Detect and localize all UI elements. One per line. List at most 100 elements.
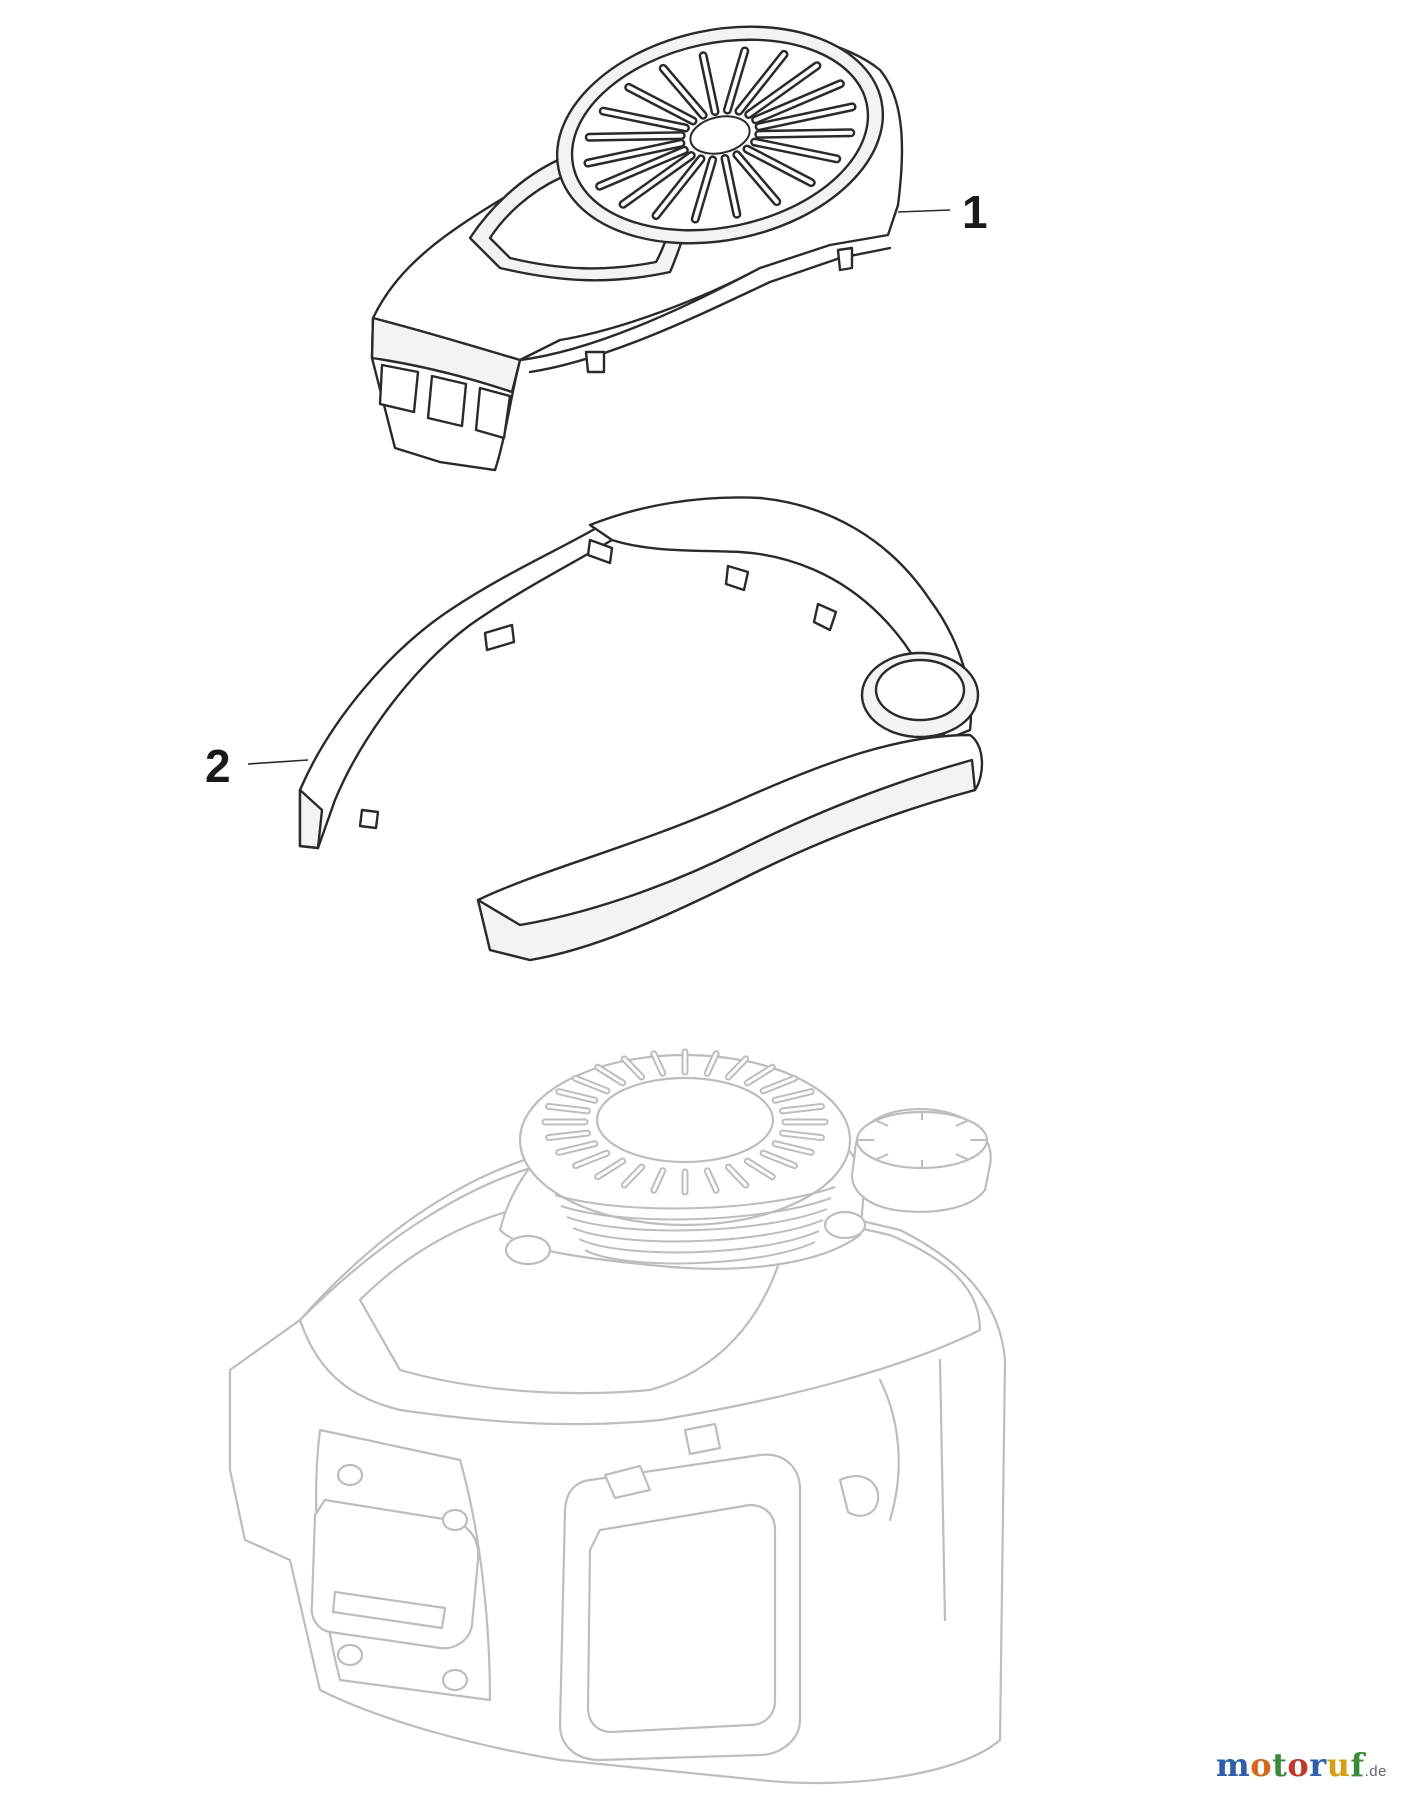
- cover-front-band: [370, 316, 522, 394]
- frame-base-side: [476, 758, 977, 962]
- grille-slot-inner: [745, 147, 814, 185]
- recoil-slot-inner: [745, 1159, 774, 1179]
- engine-bolt: [441, 1668, 469, 1692]
- cover-front-vent: [378, 363, 420, 414]
- engine-boss: [823, 1210, 867, 1240]
- engine-boss: [504, 1234, 552, 1266]
- motoruf-logo: motoruf.de: [1216, 1746, 1387, 1784]
- recoil-slot-inner: [557, 1090, 597, 1102]
- engine-throttle-knob: [838, 1475, 880, 1517]
- grille-slot-inner: [746, 63, 819, 117]
- logo-letter: t: [1272, 1746, 1288, 1784]
- recoil-slot-inner: [622, 1057, 644, 1079]
- recoil-slot-inner: [652, 1169, 665, 1192]
- engine-bolt: [336, 1643, 364, 1667]
- recoil-fin: [560, 1197, 832, 1221]
- cap-notch: [955, 1153, 968, 1161]
- recoil-slot-inner: [726, 1057, 748, 1079]
- engine-recoil-slots: [541, 1048, 829, 1196]
- recoil-slot-inner: [761, 1151, 796, 1168]
- engine-oil-cap-top: [855, 1110, 989, 1170]
- cover-side-line: [518, 266, 762, 362]
- recoil-fin: [554, 1186, 836, 1210]
- grille-slot-inner: [621, 153, 694, 207]
- recoil-slot-inner: [773, 1142, 813, 1154]
- grille-slot-inner: [661, 66, 706, 118]
- frame-tube-hole: [874, 658, 966, 722]
- engine-lever: [938, 1358, 947, 1622]
- engine-oil-cap-notches: [858, 1113, 986, 1167]
- recoil-fin: [584, 1241, 816, 1265]
- recoil-slot-inner: [745, 1065, 774, 1085]
- logo-letter: m: [1215, 1746, 1251, 1784]
- part-2-frame[interactable]: [298, 496, 984, 962]
- logo-letter: u: [1326, 1746, 1351, 1784]
- recoil-slot-inner: [622, 1165, 644, 1187]
- recoil-fin: [566, 1208, 828, 1232]
- cap-notch: [876, 1153, 889, 1161]
- grille-slot-inner: [626, 85, 695, 123]
- callout-number-2: 2: [205, 740, 231, 792]
- grille-slot-inner: [725, 48, 747, 113]
- cover-side-line: [528, 246, 892, 374]
- recoil-slot-inner: [596, 1065, 625, 1085]
- logo-letter: o: [1287, 1746, 1310, 1784]
- engine-ghost: [228, 1053, 1007, 1785]
- cap-notch: [955, 1119, 968, 1127]
- callout-leader-1: [897, 209, 951, 213]
- grille-slot-inner: [597, 148, 687, 189]
- engine-tab: [603, 1464, 652, 1500]
- engine-tab: [683, 1422, 722, 1456]
- cover-front-vent: [474, 386, 512, 440]
- recoil-slot-inner: [574, 1151, 609, 1168]
- grille-slot-inner: [701, 53, 718, 114]
- grille-slot-inner: [753, 81, 843, 122]
- grille-slot-inner: [752, 140, 839, 161]
- recoil-slot-inner: [761, 1076, 796, 1093]
- recoil-slot-inner: [557, 1142, 597, 1154]
- engine-air-filter-label: [331, 1590, 447, 1630]
- frame-clip: [358, 808, 380, 830]
- cap-notch: [876, 1119, 889, 1127]
- cover-tab: [584, 350, 606, 374]
- engine-recoil-fins: [554, 1186, 836, 1265]
- logo-wordmark: motoruf: [1216, 1746, 1365, 1784]
- cover-tab: [836, 246, 854, 272]
- recoil-slot-inner: [726, 1165, 748, 1187]
- recoil-slot-inner: [547, 1131, 590, 1140]
- cover-grille-slots: [583, 46, 857, 224]
- recoil-fin: [572, 1219, 824, 1243]
- recoil-slot-inner: [705, 1052, 718, 1075]
- part-1-top-cover[interactable]: [370, 0, 904, 472]
- recoil-slot-inner: [773, 1090, 813, 1102]
- grille-slot-inner: [756, 130, 853, 137]
- recoil-slot-inner: [780, 1104, 823, 1113]
- callout-number-1: 1: [962, 186, 988, 238]
- cover-front-vent: [426, 374, 468, 428]
- frame-left-arm: [298, 518, 614, 850]
- recoil-slot-inner: [574, 1076, 609, 1093]
- engine-bolt: [441, 1508, 469, 1532]
- frame-clip: [483, 623, 516, 652]
- grille-slot-inner: [587, 133, 684, 140]
- grille-slot-inner: [757, 104, 855, 129]
- grille-slot-inner: [654, 156, 704, 218]
- callout-leader-2: [247, 759, 309, 765]
- grille-slot-inner: [734, 152, 779, 204]
- logo-letter: f: [1350, 1746, 1365, 1784]
- frame-top-arc: [588, 496, 973, 742]
- recoil-fin: [578, 1230, 820, 1254]
- logo-domain-suffix: .de: [1364, 1763, 1387, 1780]
- logo-letter: o: [1250, 1746, 1273, 1784]
- engine-bolt: [336, 1463, 364, 1487]
- engine-muffler-face: [586, 1503, 777, 1734]
- frame-clip: [586, 538, 614, 565]
- grille-slot-inner: [693, 157, 715, 222]
- logo-letter: r: [1309, 1746, 1327, 1784]
- frame-left-arm-edge: [298, 788, 324, 850]
- engine-recoil-center: [595, 1076, 775, 1164]
- grille-slot-inner: [601, 109, 688, 130]
- grille-hub: [689, 115, 751, 155]
- frame-clip: [724, 564, 750, 592]
